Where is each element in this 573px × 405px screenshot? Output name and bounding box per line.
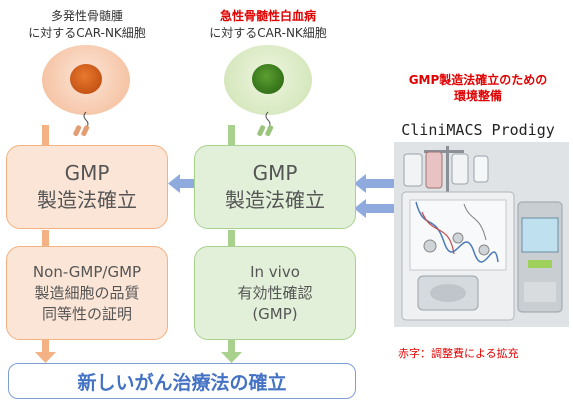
prep-title-line2: 環境整備 (453, 89, 502, 103)
prep-title-line1: GMP製造法確立のための (408, 73, 548, 87)
arrow-left-icon (354, 174, 394, 193)
orange-box2-line1: Non-GMP/GMP (32, 262, 142, 281)
cell-nucleus (70, 64, 102, 94)
header-center-line2: に対するCAR-NK細胞 (209, 26, 327, 40)
car-nk-cell-green (224, 45, 312, 115)
green-box1-line2: 製造法確立 (225, 188, 325, 212)
green-box1-line1: GMP (252, 161, 298, 185)
green-box2-line1: In vivo (250, 262, 300, 281)
car-symbol-orange-icon (73, 125, 90, 137)
cell-nucleus (252, 64, 284, 94)
orange-quality-box: Non-GMP/GMP 製造細胞の品質 同等性の証明 (6, 246, 168, 340)
machine-name: CliniMACS Prodigy (401, 121, 555, 139)
green-invivo-box: In vivo 有効性確認 (GMP) (194, 246, 356, 340)
car-nk-cell-orange (42, 45, 130, 115)
car-receptor-left (83, 111, 89, 129)
footnote: 赤字：調整費による拡充 (398, 347, 519, 360)
arrow-left-icon (168, 174, 194, 193)
green-gmp-box: GMP 製造法確立 (194, 145, 356, 229)
orange-box1-line1: GMP (64, 161, 110, 185)
header-center-line1: 急性骨髄性白血病 (219, 9, 316, 23)
prep-title: GMP製造法確立のための 環境整備 (392, 72, 564, 104)
orange-box2-line2: 製造細胞の品質 (34, 283, 140, 302)
arrow-left-icon (354, 199, 394, 218)
green-box2-line2: 有効性確認 (237, 283, 313, 302)
header-left-line1: 多発性骨髄腫 (50, 9, 123, 23)
arrow-down-icon (35, 352, 56, 363)
header-left: 多発性骨髄腫 に対するCAR-NK細胞 (28, 8, 146, 42)
arrow-down-icon (221, 352, 242, 363)
car-symbol-green-icon (257, 125, 274, 137)
orange-gmp-box: GMP 製造法確立 (6, 145, 168, 229)
header-center: 急性骨髄性白血病 に対するCAR-NK細胞 (204, 8, 332, 42)
orange-box1-line2: 製造法確立 (37, 188, 137, 212)
final-goal-box: 新しいがん治療法の確立 (8, 363, 356, 399)
orange-box2-line3: 同等性の証明 (41, 304, 132, 323)
green-box2-line3: (GMP) (252, 304, 298, 323)
header-left-line2: に対するCAR-NK細胞 (28, 26, 146, 40)
clinimacs-prodigy-machine-image (394, 142, 569, 327)
